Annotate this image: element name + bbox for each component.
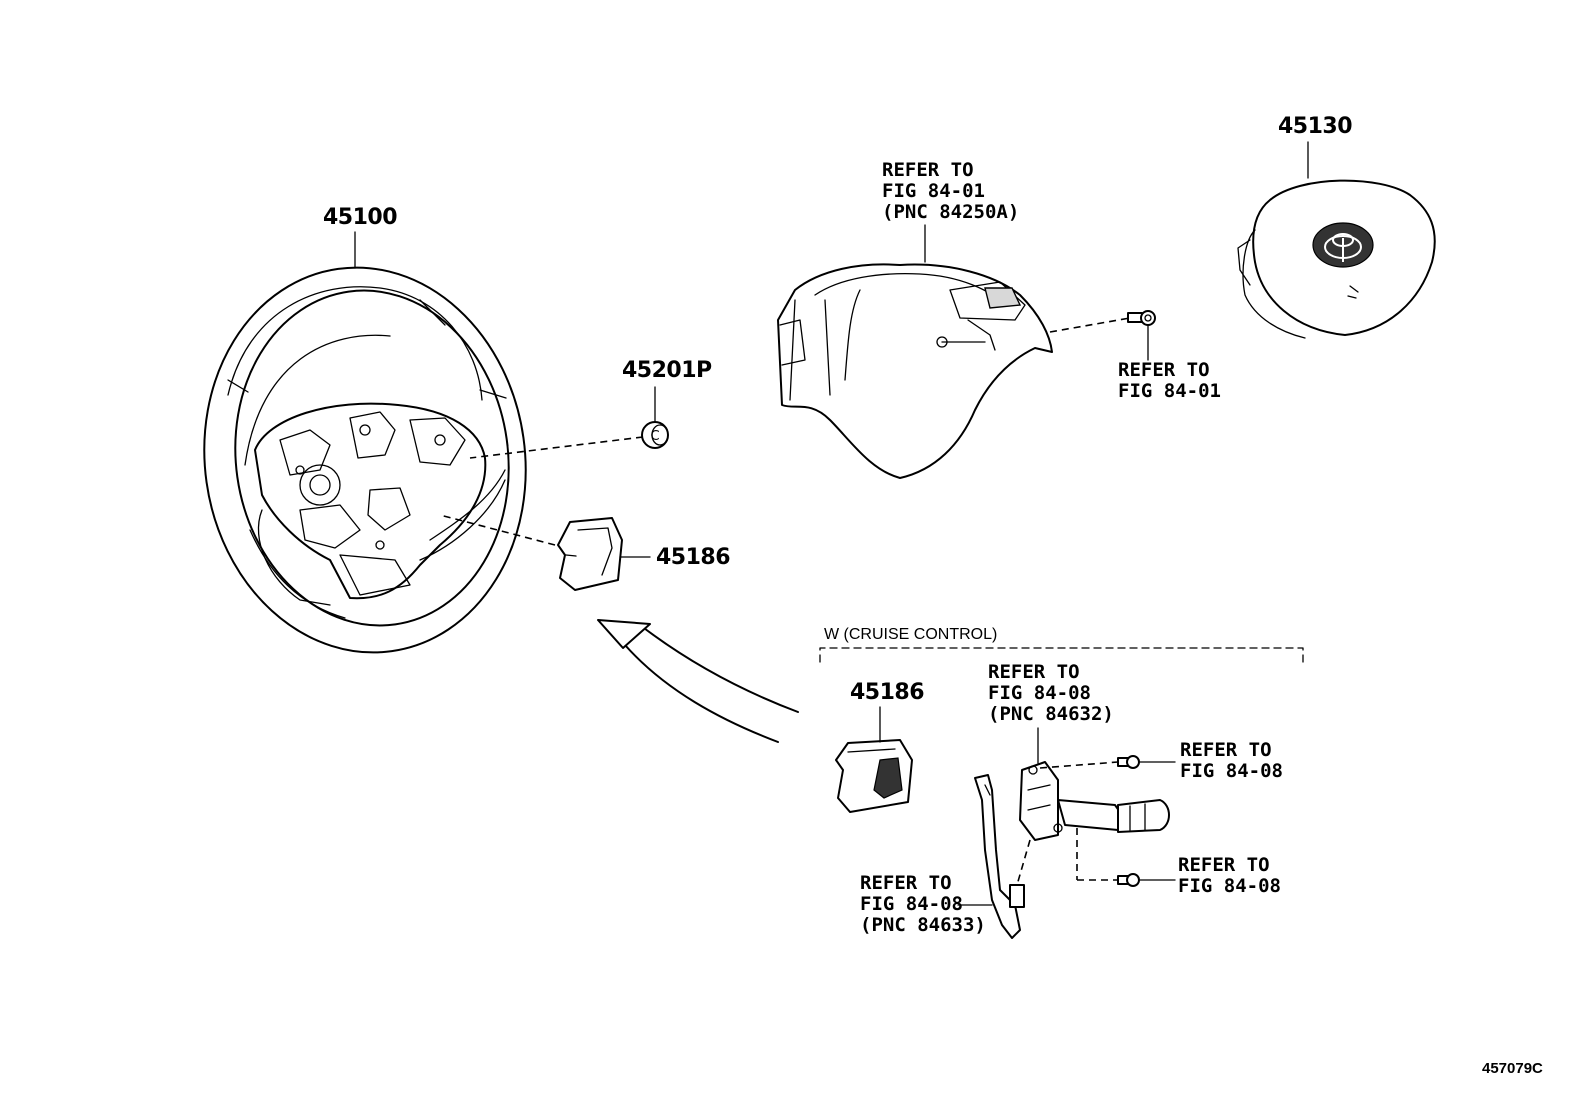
reference-screw-lower[interactable]: REFER TO FIG 84-08 — [1178, 854, 1281, 897]
svg-text:C: C — [650, 429, 659, 444]
lower-pad-drawing — [777, 263, 1053, 479]
part-number-cruise-cover[interactable]: 45186 — [850, 680, 925, 705]
plug-drawing: C — [641, 421, 669, 449]
harness-drawing — [974, 774, 1025, 939]
part-number-airbag[interactable]: 45130 — [1278, 114, 1353, 139]
figure-id: 457079C — [1482, 1060, 1543, 1077]
part-number-lower-cover[interactable]: 45186 — [656, 545, 731, 570]
reference-harness[interactable]: REFER TO FIG 84-08 (PNC 84633) — [860, 872, 986, 936]
screw-pad-drawing — [1127, 310, 1156, 326]
cruise-switch-drawing — [1019, 761, 1170, 841]
condition-label: W (CRUISE CONTROL) — [824, 626, 998, 643]
reference-lower-pad[interactable]: REFER TO FIG 84-01 (PNC 84250A) — [882, 159, 1020, 223]
reference-screw-pad[interactable]: REFER TO FIG 84-01 — [1118, 359, 1221, 402]
steering-wheel-drawing — [203, 266, 527, 654]
lower-cover-drawing — [557, 517, 623, 591]
airbag-drawing — [1237, 179, 1436, 339]
screw-lower-drawing — [1117, 873, 1140, 887]
direction-arrow — [597, 619, 799, 743]
reference-cruise-switch[interactable]: REFER TO FIG 84-08 (PNC 84632) — [988, 661, 1114, 725]
part-number-plug[interactable]: 45201P — [622, 358, 712, 383]
screw-upper-drawing — [1117, 755, 1140, 769]
reference-screw-upper[interactable]: REFER TO FIG 84-08 — [1180, 739, 1283, 782]
part-number-steering-wheel[interactable]: 45100 — [323, 205, 398, 230]
cruise-bracket — [819, 647, 1304, 663]
cruise-cover-drawing — [835, 739, 913, 813]
